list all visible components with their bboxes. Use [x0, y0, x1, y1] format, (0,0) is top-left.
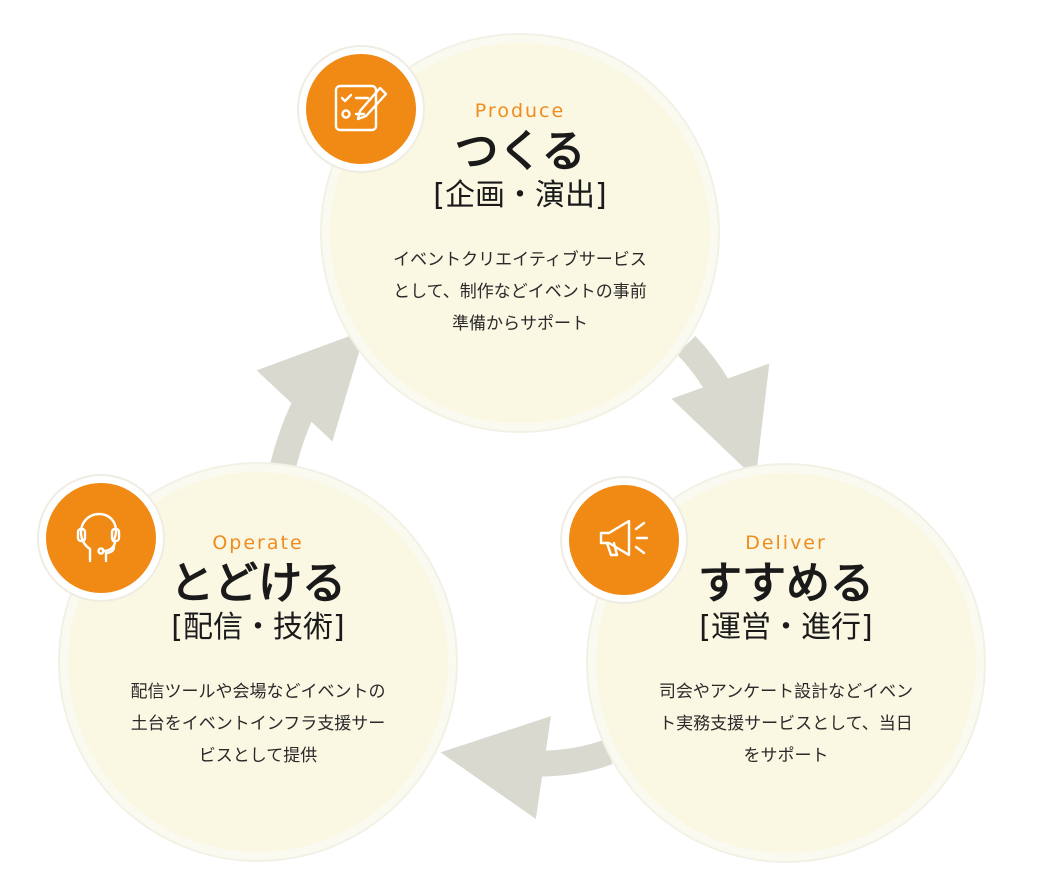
operate-subtitle: [配信・技術] — [171, 610, 345, 646]
arrow-produce-to-deliver — [671, 335, 770, 479]
checklist-pencil-icon — [334, 84, 388, 132]
operate-en-label: Operate — [212, 532, 304, 554]
operate-desc-line: 配信ツールや会場などイベントの — [130, 682, 386, 703]
produce-title: つくる — [454, 126, 586, 177]
headset-operator-icon — [76, 512, 121, 563]
deliver-content: Deliver すすめる [運営・進行] 司会やアンケート設計などイベン ト実務… — [596, 532, 976, 772]
produce-en-label: Produce — [474, 100, 566, 122]
deliver-subtitle: [運営・進行] — [699, 610, 873, 646]
deliver-title: すすめる — [698, 558, 874, 609]
deliver-desc-line: をサポート — [743, 746, 829, 767]
produce-desc-line: として、制作などイベントの事前 — [393, 282, 647, 303]
produce-description: イベントクリエイティブサービス として、制作などイベントの事前 準備からサポート — [370, 244, 670, 340]
deliver-en-label: Deliver — [745, 532, 827, 554]
deliver-desc-line: 司会やアンケート設計などイベン — [658, 682, 914, 703]
operate-desc-line: ビスとして提供 — [198, 746, 318, 767]
arrow-deliver-to-operate — [440, 716, 613, 820]
produce-content: Produce つくる [企画・演出] イベントクリエイティブサービス として、… — [330, 100, 710, 340]
arrow-operate-to-produce — [256, 330, 366, 470]
produce-badge — [306, 54, 416, 164]
deliver-badge — [569, 485, 679, 595]
produce-desc-line: 準備からサポート — [452, 314, 588, 335]
operate-badge — [46, 483, 156, 593]
produce-subtitle: [企画・演出] — [433, 178, 607, 214]
megaphone-icon — [599, 519, 649, 557]
operate-description: 配信ツールや会場などイベントの 土台をイベントインフラ支援サー ビスとして提供 — [108, 676, 408, 772]
produce-desc-line: イベントクリエイティブサービス — [393, 250, 647, 271]
deliver-desc-line: ト実務支援サービスとして、当日 — [659, 714, 913, 735]
operate-content: Operate とどける [配信・技術] 配信ツールや会場などイベントの 土台を… — [68, 532, 448, 772]
operate-title: とどける — [170, 558, 346, 609]
operate-desc-line: 土台をイベントインフラ支援サー — [130, 714, 386, 735]
deliver-description: 司会やアンケート設計などイベン ト実務支援サービスとして、当日 をサポート — [636, 676, 936, 772]
